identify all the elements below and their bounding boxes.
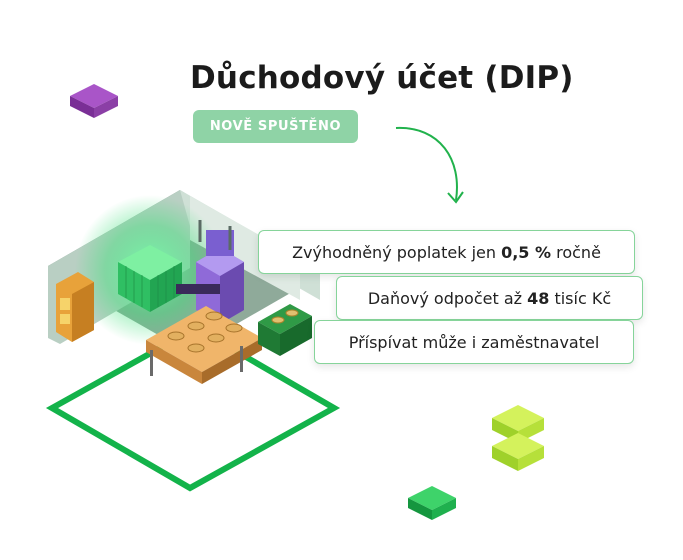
feature-tax-deduction-value: 48 <box>527 288 550 308</box>
feature-low-fee-suffix: ročně <box>551 242 601 262</box>
feature-employer-contribution: Příspívat může i zaměstnavatel <box>314 320 634 364</box>
page-title: Důchodový účet (DIP) <box>190 60 574 96</box>
feature-tax-deduction-suffix: tisíc Kč <box>549 288 612 308</box>
feature-tax-deduction-text: Daňový odpočet až <box>367 288 528 308</box>
feature-low-fee-value: 0,5 % <box>501 242 552 262</box>
feature-employer-contribution-text: Příspívat může i zaměstnavatel <box>348 332 600 352</box>
new-launch-badge: NOVĚ SPUŠTĚNO <box>193 110 358 143</box>
feature-tax-deduction: Daňový odpočet až 48 tisíc Kč <box>336 276 643 320</box>
feature-low-fee-text: Zvýhodněný poplatek jen <box>292 242 502 262</box>
feature-low-fee: Zvýhodněný poplatek jen 0,5 % ročně <box>258 230 635 274</box>
